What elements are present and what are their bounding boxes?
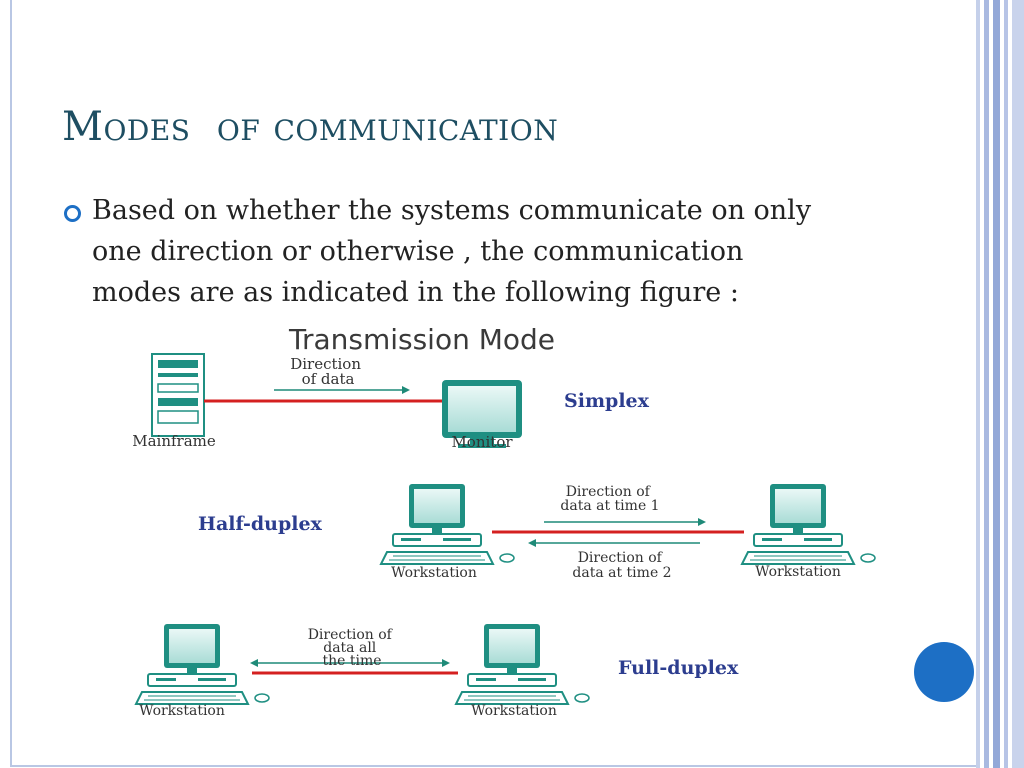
bullet-text: Based on whether the systems communicate… — [92, 190, 942, 313]
simplex-direction-line-2: of data — [302, 370, 355, 388]
simplex-direction-label: Direction of data — [290, 355, 366, 388]
half-duplex-right-workstation-label: Workstation — [755, 564, 841, 580]
transmission-mode-figure: Transmission Mode Direction of data Main… — [112, 318, 892, 728]
half-duplex-direction-2-label: Direction of data at time 2 — [572, 550, 671, 581]
full-duplex-left-workstation-icon — [136, 624, 269, 704]
bullet-marker-icon — [64, 205, 81, 222]
full-duplex-left-workstation-label: Workstation — [139, 703, 225, 719]
half-duplex-left-workstation-icon — [381, 484, 514, 564]
mainframe-icon — [152, 354, 204, 436]
mainframe-label: Mainframe — [132, 432, 216, 450]
simplex-label: Simplex — [564, 390, 650, 412]
full-duplex-right-workstation-icon — [456, 624, 589, 704]
half-duplex-left-workstation-label: Workstation — [391, 565, 477, 581]
half-duplex-right-workstation-icon — [742, 484, 875, 564]
half-duplex-label: Half-duplex — [198, 513, 323, 535]
decorative-side-bars — [976, 0, 1024, 768]
slide-title: Modes of communication — [62, 104, 558, 150]
half-duplex-direction-1-label: Direction of data at time 1 — [560, 484, 659, 514]
decorative-circle — [914, 642, 974, 702]
full-duplex-label: Full-duplex — [618, 657, 739, 679]
monitor-label: Monitor — [451, 433, 513, 451]
full-duplex-right-workstation-label: Workstation — [471, 703, 557, 719]
figure-title: Transmission Mode — [288, 323, 555, 356]
